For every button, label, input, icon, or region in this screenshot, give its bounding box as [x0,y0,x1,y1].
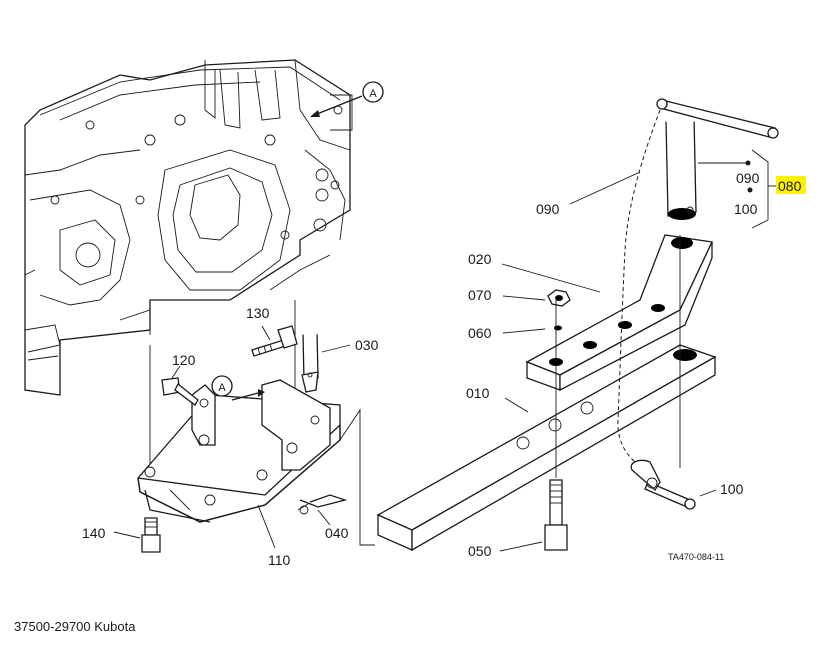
reference-label-a-bracket: A [218,382,226,394]
part-label-090-left: 090 [536,201,560,217]
bolt-120 [161,377,199,406]
part-label-030: 030 [355,337,379,353]
bolt-130 [251,325,298,357]
part-label-010: 010 [466,385,490,401]
nut-070 [547,289,571,307]
part-label-080: 080 [778,178,802,194]
part-caption: 37500-29700 Kubota [14,619,136,634]
drawbar-bracket [137,379,341,523]
parts-diagram: A A 130 [24,59,806,568]
part-label-140: 140 [82,525,106,541]
drawing-code: TA470-084-11 [668,552,724,562]
washer-060 [548,322,568,334]
reference-label-a-top: A [369,88,377,100]
part-label-070: 070 [468,287,492,303]
part-label-130: 130 [246,305,270,321]
part-label-100-right: 100 [734,201,758,217]
part-label-040: 040 [325,525,349,541]
bolt-050 [544,479,568,551]
hitch-pin-090 [656,98,779,220]
part-label-060: 060 [468,325,492,341]
highlight-080 [776,176,806,194]
part-label-020: 020 [468,251,492,267]
transmission-housing [24,59,353,396]
lynch-pin-100 [630,459,696,510]
part-label-090-right: 090 [736,170,760,186]
reference-marker-a-top: A [310,81,384,117]
pin-030 [300,326,320,393]
reference-marker-a-bracket: A [211,375,265,401]
drawbar-010 [376,344,717,552]
part-label-110: 110 [268,552,291,568]
part-label-120: 120 [172,352,196,368]
bolt-140 [141,517,161,553]
part-label-050: 050 [468,543,492,559]
part-label-100-bottom: 100 [720,481,744,497]
clip-pin-040 [297,494,348,515]
assembly-group-080: 090 100 080 [698,149,806,229]
